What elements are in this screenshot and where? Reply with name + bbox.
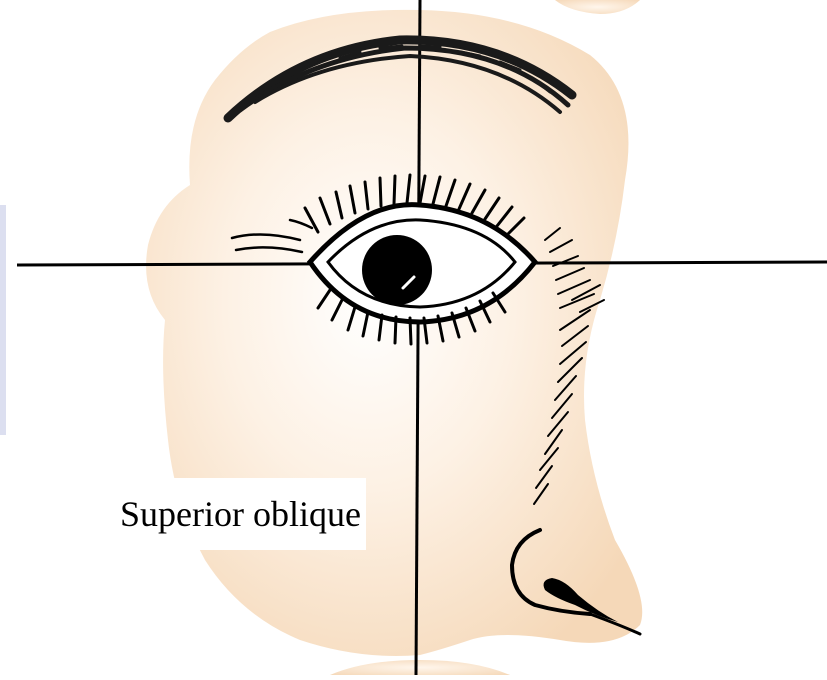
lower-face-fragment — [330, 660, 510, 675]
upper-face-fragment — [555, 0, 640, 14]
pupil — [362, 235, 432, 305]
left-edge-strip — [0, 205, 6, 435]
muscle-label: Superior oblique — [120, 493, 361, 535]
